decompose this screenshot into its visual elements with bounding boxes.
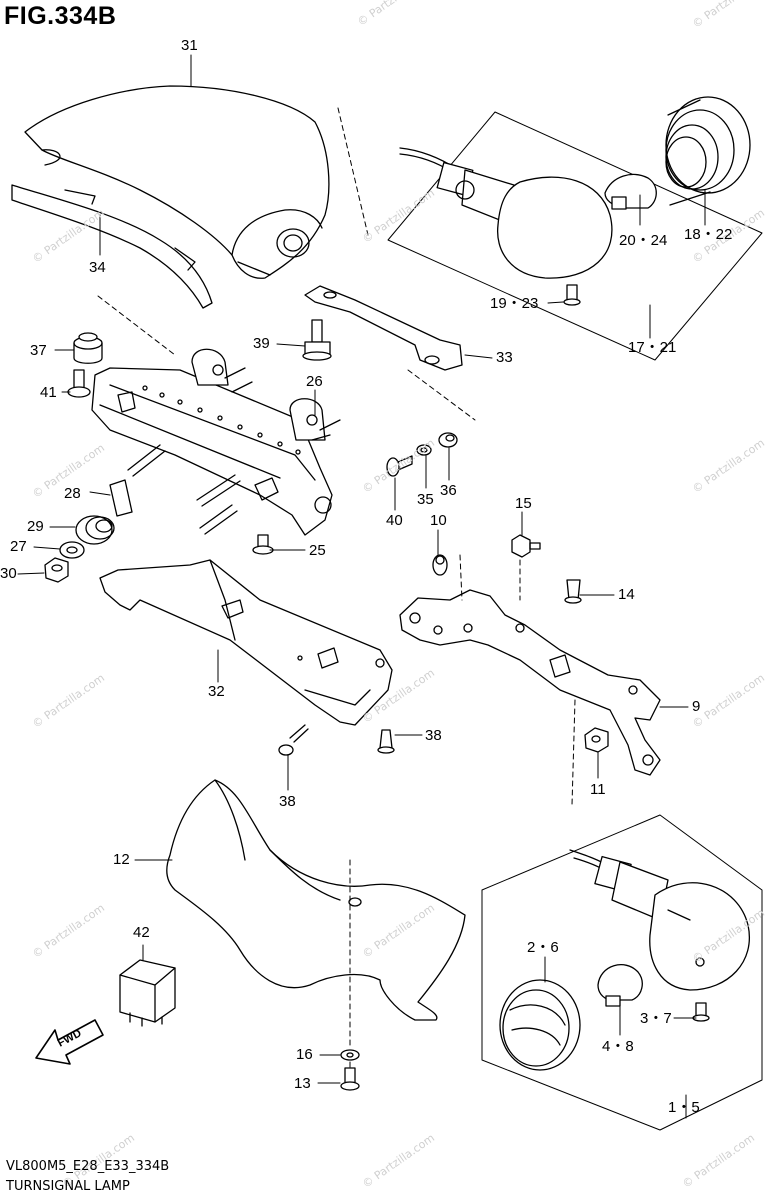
part-32-license-plate-bracket[interactable] (99, 559, 393, 726)
part-15-nut[interactable] (511, 534, 541, 558)
callout-35[interactable]: 35 (417, 491, 434, 508)
fwd-direction-arrow: FWD (35, 1019, 104, 1065)
part-26-lamp-carrier[interactable] (91, 348, 333, 536)
callout-31[interactable]: 31 (181, 37, 198, 54)
leader-lines-top (97, 107, 476, 421)
callout-42[interactable]: 42 (133, 924, 150, 941)
part-40-screw[interactable] (386, 455, 413, 477)
callout-3-7[interactable]: 3・7 (640, 1010, 672, 1027)
callout-10[interactable]: 10 (430, 512, 447, 529)
figure-name: TURNSIGNAL LAMP (6, 1179, 130, 1194)
part-31-rear-cover[interactable] (24, 85, 330, 279)
callout-18-22[interactable]: 18・22 (684, 226, 733, 243)
part-30-nut[interactable] (44, 557, 69, 583)
callout-30[interactable]: 30 (0, 565, 17, 582)
part-4-8-front-bulb[interactable] (597, 964, 643, 1007)
part-25-bolt[interactable] (252, 534, 274, 555)
figure-title: FIG.334B (4, 2, 117, 30)
callout-28[interactable]: 28 (64, 485, 81, 502)
callout-20-24[interactable]: 20・24 (619, 232, 668, 249)
part-35-washer[interactable] (416, 444, 432, 456)
callout-38-lower[interactable]: 38 (279, 793, 296, 810)
part-20-24-bulb[interactable] (604, 173, 657, 210)
callout-15[interactable]: 15 (515, 495, 532, 512)
part-39-bolt[interactable] (302, 319, 332, 361)
part-13-bolt[interactable] (340, 1067, 360, 1091)
callout-29[interactable]: 29 (27, 518, 44, 535)
part-19-23-screw[interactable] (563, 284, 581, 306)
carrier-studs[interactable] (127, 367, 341, 535)
callout-34[interactable]: 34 (89, 259, 106, 276)
callout-13[interactable]: 13 (294, 1075, 311, 1092)
part-37-grommet[interactable] (73, 332, 103, 364)
callout-27[interactable]: 27 (10, 538, 27, 555)
callout-32[interactable]: 32 (208, 683, 225, 700)
callout-leader-lines (17, 54, 706, 1119)
part-12-lower-cover[interactable] (166, 779, 466, 1021)
callout-11[interactable]: 11 (590, 781, 606, 798)
part-1-5-front-signal-body[interactable] (569, 849, 750, 991)
part-27-washer[interactable] (59, 541, 85, 559)
part-16-washer[interactable] (340, 1049, 360, 1061)
callout-38-upper[interactable]: 38 (425, 727, 442, 744)
callout-12[interactable]: 12 (113, 851, 130, 868)
part-42-relay[interactable] (119, 959, 176, 1027)
callout-39[interactable]: 39 (253, 335, 270, 352)
callout-37[interactable]: 37 (30, 342, 47, 359)
part-11-nut[interactable] (584, 727, 609, 753)
callout-26[interactable]: 26 (306, 373, 323, 390)
part-38-pin-lower[interactable] (278, 724, 309, 756)
part-18-22-lens[interactable] (665, 96, 751, 206)
part-17-21-rear-signal-body[interactable] (399, 147, 613, 279)
callout-25[interactable]: 25 (309, 542, 326, 559)
callout-41[interactable]: 41 (40, 384, 57, 401)
callout-19-23[interactable]: 19・23 (490, 295, 539, 312)
model-code: VL800M5_E28_E33_334B (6, 1159, 170, 1174)
callout-1-5[interactable]: 1・5 (668, 1099, 700, 1116)
part-29-grommet[interactable] (75, 515, 115, 545)
part-14-clip[interactable] (564, 579, 582, 604)
part-9-signal-stay[interactable] (399, 589, 661, 776)
callout-2-6[interactable]: 2・6 (527, 939, 559, 956)
callout-4-8[interactable]: 4・8 (602, 1038, 634, 1055)
part-33-bracket[interactable] (304, 285, 463, 371)
callout-40[interactable]: 40 (386, 512, 403, 529)
part-38-pin-upper[interactable] (377, 729, 395, 754)
part-34-trim-strip[interactable] (11, 184, 213, 309)
callout-17-21[interactable]: 17・21 (628, 339, 677, 356)
callout-9[interactable]: 9 (692, 698, 701, 715)
leader-lines-lower (349, 554, 576, 1069)
callout-14[interactable]: 14 (618, 586, 635, 603)
callout-33[interactable]: 33 (496, 349, 513, 366)
front-lamp-group-box (481, 814, 763, 1131)
callout-16[interactable]: 16 (296, 1046, 313, 1063)
part-10-grommet[interactable] (432, 554, 448, 576)
part-41-bolt[interactable] (67, 369, 91, 398)
rear-lamp-group-box (387, 111, 763, 361)
part-2-6-front-lens[interactable] (499, 979, 581, 1071)
part-36-collar[interactable] (438, 432, 458, 448)
callout-36[interactable]: 36 (440, 482, 457, 499)
part-28-collar[interactable] (109, 479, 133, 517)
